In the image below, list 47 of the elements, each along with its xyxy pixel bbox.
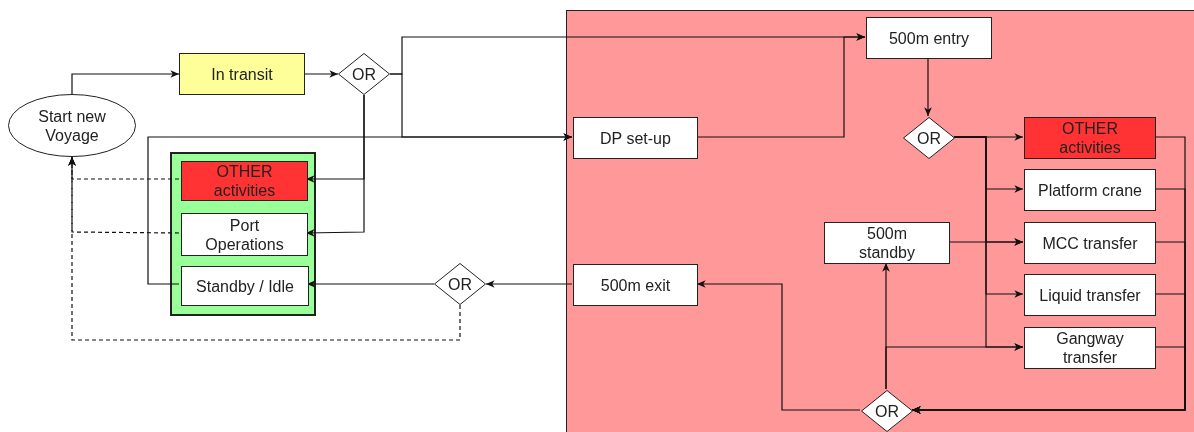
node-label: OTHER activities xyxy=(1058,119,1122,157)
arrow xyxy=(304,70,339,78)
node-label: Port Operations xyxy=(204,215,285,254)
node-label: Platform crane xyxy=(1037,180,1142,200)
node-label: Start new Voyage xyxy=(37,106,107,145)
process-box xyxy=(181,161,308,201)
node-label: DP set-up xyxy=(600,128,671,148)
group-box xyxy=(170,152,316,316)
arrow xyxy=(305,94,365,237)
arrow xyxy=(696,33,866,138)
node-label: MCC transfer xyxy=(1042,233,1138,253)
zone-background xyxy=(566,10,1194,432)
process-box xyxy=(866,17,992,59)
process-box xyxy=(573,264,698,306)
node-label: Gangway transfer xyxy=(1055,329,1125,367)
node-label: 500m standby xyxy=(857,224,916,262)
arrow xyxy=(948,238,1024,246)
process-box xyxy=(573,117,698,159)
process-box xyxy=(1024,274,1156,316)
process-box xyxy=(824,222,950,264)
arrow xyxy=(924,57,932,117)
arrow xyxy=(147,133,573,285)
arrow xyxy=(885,343,1024,390)
dashed-arrow xyxy=(68,156,180,234)
process-box xyxy=(1024,222,1156,264)
node-label: OR xyxy=(448,274,472,294)
node-label: OR xyxy=(875,401,899,421)
arrow xyxy=(911,346,1186,414)
process-box xyxy=(179,53,305,95)
node-label: Liquid transfer xyxy=(1039,285,1141,305)
node-label: OR xyxy=(917,128,941,148)
node-label: OR xyxy=(352,64,376,84)
process-box xyxy=(181,266,309,306)
node-label: OTHER activities xyxy=(212,162,277,200)
node-label: In transit xyxy=(211,64,273,84)
node-label: Standby / Idle xyxy=(196,276,294,296)
process-box xyxy=(1024,117,1156,159)
process-box xyxy=(1024,327,1156,369)
node-label: 500m entry xyxy=(888,28,969,48)
process-box xyxy=(181,213,308,256)
dashed-arrow xyxy=(68,156,180,180)
arrow xyxy=(71,70,180,95)
process-box xyxy=(1024,169,1156,211)
arrow xyxy=(306,280,435,288)
node-label: 500m exit xyxy=(600,275,671,295)
arrow xyxy=(485,280,573,288)
arrow xyxy=(696,280,861,411)
